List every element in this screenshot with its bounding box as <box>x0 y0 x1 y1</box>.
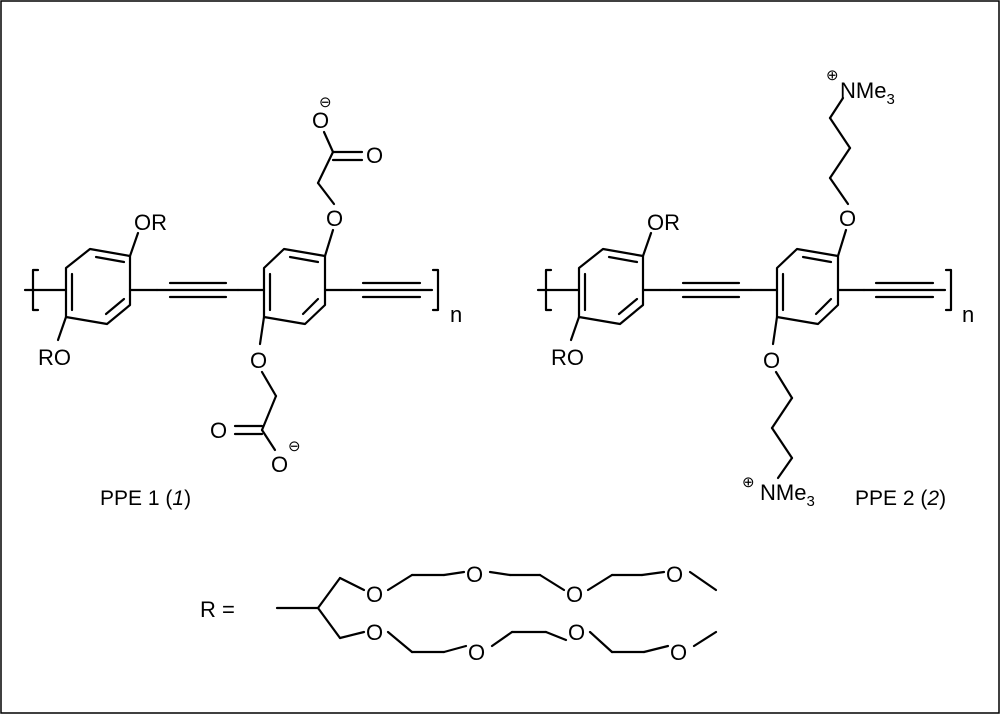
r-lower-o-3: O <box>568 620 585 645</box>
ppe1-lower-ether-o: O <box>250 348 267 373</box>
ppe1-upper-ether-o: O <box>326 206 343 231</box>
ppe1-lower-carboxylate-o: O <box>271 452 288 477</box>
ppe2-lower-nme3: NMe3 <box>760 480 815 510</box>
r-group-definition: R = O O O O O <box>200 562 718 665</box>
ppe2-lower-plus-charge: ⊕ <box>742 474 755 491</box>
r-lower-o-4: O <box>670 640 687 665</box>
r-upper-o-1: O <box>366 582 383 607</box>
ppe1-upper-carbonyl-o: O <box>366 143 383 168</box>
ppe2-structure: OR RO O ⊕ NMe3 O ⊕ NMe3 <box>536 67 974 510</box>
ppe2-repeat-n: n <box>962 302 974 327</box>
r-upper-o-4: O <box>666 562 683 587</box>
ppe2-upper-plus-charge: ⊕ <box>826 67 839 84</box>
ppe2-caption: PPE 2 (2) <box>855 487 946 510</box>
ppe1-ro-label: RO <box>38 345 71 370</box>
r-equals-label: R = <box>200 597 235 622</box>
r-upper-chain: O O O O <box>338 562 718 607</box>
ppe1-repeat-n: n <box>450 302 462 327</box>
ppe2-ring-b <box>775 247 840 326</box>
ppe1-lower-carbonyl-o: O <box>210 418 227 443</box>
r-lower-chain: O O O O <box>338 620 718 665</box>
ppe2-right-bracket <box>944 268 953 312</box>
ppe2-lower-ether-o: O <box>763 348 780 373</box>
ppe1-ring-b <box>262 247 327 326</box>
ppe2-upper-ether-o: O <box>839 206 856 231</box>
ppe1-upper-carboxylate-o: O <box>312 108 329 133</box>
r-upper-o-2: O <box>466 562 483 587</box>
ppe1-upper-minus-charge: ⊖ <box>319 94 332 111</box>
ppe2-ro-label: RO <box>551 345 584 370</box>
ppe2-upper-nme3: NMe3 <box>840 78 895 108</box>
ppe1-right-bracket <box>431 268 440 312</box>
ppe1-structure: OR RO O O O ⊖ O O O ⊖ <box>23 94 462 510</box>
ppe2-or-label: OR <box>647 210 680 235</box>
r-lower-o-2: O <box>468 640 485 665</box>
ppe1-caption: PPE 1 (1) <box>100 487 191 510</box>
r-lower-o-1: O <box>366 620 383 645</box>
ppe1-or-label: OR <box>134 210 167 235</box>
r-upper-o-3: O <box>566 582 583 607</box>
ppe1-lower-minus-charge: ⊖ <box>288 438 301 455</box>
